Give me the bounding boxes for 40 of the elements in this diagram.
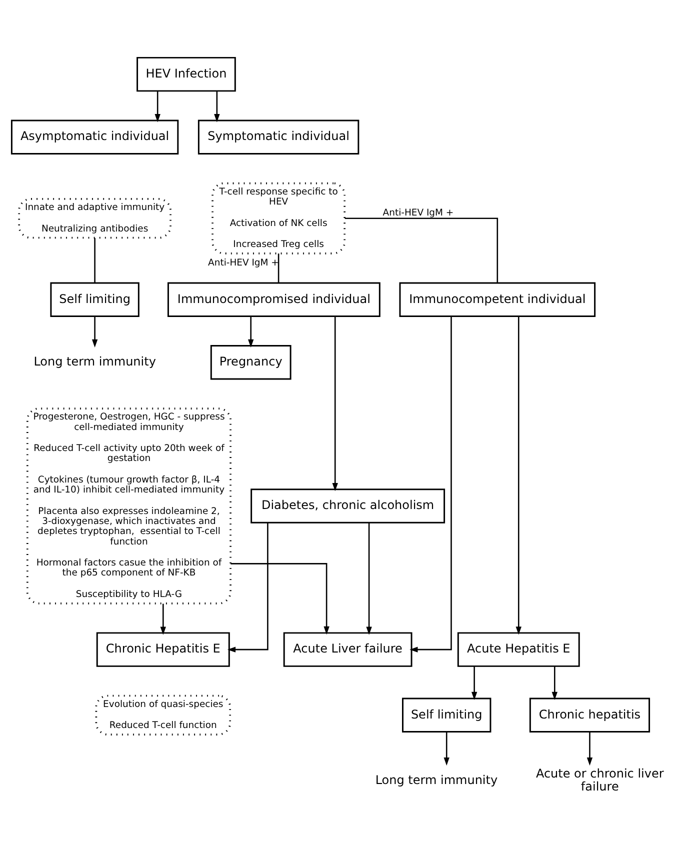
- arrow: [516, 316, 522, 635]
- node-text: Acute or chronic liver failure: [536, 766, 664, 794]
- arrow: [230, 563, 330, 635]
- node-box: Evolution of quasi-species Reduced T-cell function: [95, 694, 231, 736]
- node-box: Asymptomatic individual: [10, 120, 179, 154]
- edge-label: Anti-HEV IgM +: [208, 257, 279, 268]
- node-box: T-cell response specific to HEV Activation of NK cells Increased Treg cells: [212, 182, 346, 254]
- edge-label: Anti-HEV IgM +: [382, 208, 454, 219]
- arrow: [227, 522, 268, 652]
- arrow: [552, 666, 558, 700]
- node-box: Acute Liver failure: [283, 632, 412, 667]
- arrow: [586, 732, 593, 766]
- node-box: Self limiting: [50, 282, 140, 317]
- arrow: [471, 666, 478, 700]
- arrow: [154, 91, 160, 122]
- node-box: Diabetes, chronic alcoholism: [250, 488, 446, 524]
- node-box: Progesterone, Oestrogen, HGC - suppress cell-mediated immunity Reduced T-cell activity upto 20th week of gestation Cytokines (tumour growth factor β, IL-4 and IL-10) inhibit cell-mediated immunity Placenta also expresses indoleamine 2, 3-dioxygenase, which inactivates and depletes tryptophan, essential to T-cell function Hormonal factors casue the inhibition of the p65 component of NF-KB Susceptibility to HLA-G: [26, 408, 232, 604]
- connector: [278, 254, 280, 283]
- connector: [94, 238, 96, 283]
- node-box: HEV Infection: [136, 56, 236, 92]
- arrow: [366, 522, 372, 635]
- arrow: [248, 316, 254, 348]
- arrow: [444, 732, 450, 766]
- node-box: Immunocompetent individual: [399, 282, 596, 317]
- arrow: [214, 91, 220, 122]
- node-box: Pregnancy: [210, 345, 292, 380]
- node-box: Innate and adaptive immunity Neutralizing antibodies: [18, 198, 172, 239]
- node-text: Long term immunity: [34, 354, 156, 369]
- arrow: [332, 316, 338, 492]
- node-box: Chronic hepatitis: [529, 698, 650, 732]
- node-box: Acute Hepatitis E: [457, 632, 580, 667]
- arrow: [410, 316, 452, 652]
- node-box: Immunocompromised individual: [167, 282, 380, 317]
- node-box: Chronic Hepatitis E: [96, 632, 230, 667]
- node-text: Long term immunity: [375, 772, 498, 787]
- arrow: [160, 604, 166, 635]
- node-box: Symptomatic individual: [198, 120, 360, 154]
- arrow: [92, 316, 98, 348]
- node-box: Self limiting: [402, 698, 492, 732]
- connector: [344, 218, 498, 283]
